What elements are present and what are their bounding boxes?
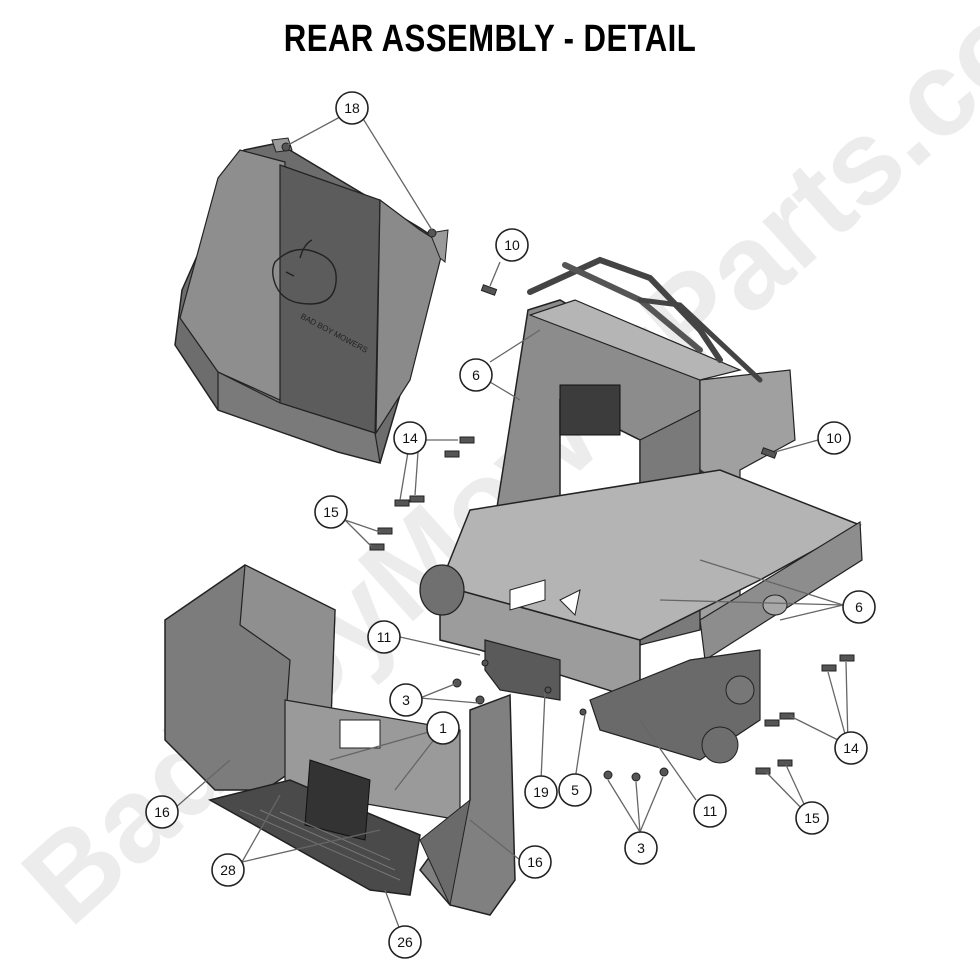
svg-text:11: 11	[703, 803, 718, 819]
mascot-logo-icon	[272, 239, 337, 305]
seat-back-panel: BAD BOY MOWERS	[174, 137, 449, 464]
callout-6-top: 6	[459, 358, 493, 392]
callout-19: 19	[524, 775, 558, 809]
callout-28: 28	[211, 853, 245, 887]
callout-16-left: 16	[145, 795, 179, 829]
callout-3-bottom: 3	[624, 831, 658, 865]
footrest-plate	[207, 759, 421, 896]
svg-text:11: 11	[377, 629, 392, 645]
callout-11-right: 11	[693, 794, 727, 828]
callout-10-top: 10	[495, 228, 529, 262]
callout-11-left: 11	[367, 620, 401, 654]
svg-text:14: 14	[402, 430, 418, 446]
left-fender	[164, 564, 461, 821]
svg-text:26: 26	[397, 934, 413, 950]
svg-text:10: 10	[826, 430, 842, 446]
svg-text:15: 15	[804, 810, 820, 826]
transmission-assembly	[484, 639, 761, 764]
callout-6-right: 6	[842, 590, 876, 624]
callout-15-left: 15	[314, 495, 348, 529]
callout-16-right: 16	[518, 845, 552, 879]
svg-text:28: 28	[220, 862, 236, 878]
callout-14-left: 14	[393, 421, 427, 455]
svg-text:18: 18	[344, 100, 360, 116]
svg-text:5: 5	[571, 782, 579, 798]
callout-3-left: 3	[389, 683, 423, 717]
svg-text:16: 16	[527, 854, 543, 870]
svg-text:14: 14	[843, 740, 859, 756]
callout-10-right: 10	[817, 421, 851, 455]
svg-text:19: 19	[533, 784, 549, 800]
callout-14-right: 14	[834, 731, 868, 765]
svg-text:10: 10	[504, 237, 520, 253]
callout-5: 5	[558, 773, 592, 807]
callout-15-right: 15	[795, 801, 829, 835]
right-fender	[419, 693, 516, 916]
svg-text:1: 1	[439, 720, 447, 736]
callout-18: 18	[335, 91, 369, 125]
svg-text:6: 6	[855, 599, 863, 615]
svg-text:3: 3	[637, 840, 645, 856]
page-title: REAR ASSEMBLY - DETAIL	[283, 18, 697, 60]
svg-text:15: 15	[323, 504, 339, 520]
hardware-fasteners	[281, 142, 855, 782]
callout-1: 1	[426, 711, 460, 745]
callout-26: 26	[388, 925, 422, 959]
svg-text:3: 3	[402, 692, 410, 708]
svg-text:16: 16	[154, 804, 170, 820]
svg-text:6: 6	[472, 367, 480, 383]
main-chassis	[419, 469, 863, 702]
